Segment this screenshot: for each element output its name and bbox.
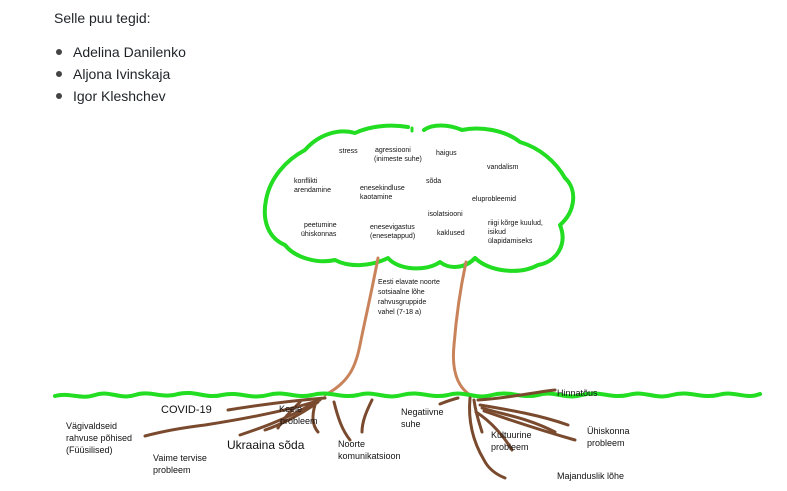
root-label: probleem	[153, 465, 191, 475]
crown-term: kaotamine	[360, 194, 392, 201]
crown-term: konflikti	[294, 178, 318, 185]
crown-term: vandalism	[487, 164, 519, 171]
root-branch	[482, 409, 577, 442]
crown-term: ühiskonnas	[301, 231, 337, 238]
trunk-text-line: Eesti elavate noorte	[378, 279, 440, 286]
root-label: probleem	[587, 438, 625, 448]
crown-term: riigi kõrge kuulud,	[488, 220, 543, 227]
crown-term: sõda	[426, 178, 441, 185]
crown-term: enesevigastus	[370, 224, 415, 231]
root-branch	[472, 398, 484, 434]
root-branch	[226, 396, 327, 412]
root-branch	[332, 400, 352, 442]
trunk-text-line: rahvusgruppide	[378, 299, 426, 306]
root-label: Negatiivne	[401, 407, 444, 417]
root-label: rahvuse põhised	[66, 433, 132, 443]
author-item: Adelina Danilenko	[54, 41, 186, 63]
crown-term: arendamine	[294, 187, 331, 194]
root-label: Ukraaina sõda	[227, 438, 305, 452]
trunk-text-line: sotsiaalne lõhe	[378, 289, 425, 296]
root-branch	[276, 400, 302, 430]
crown-term: eluprobleemid	[472, 196, 516, 203]
root-branch	[360, 398, 374, 434]
root-label: Majanduslik lõhe	[557, 471, 624, 481]
crown-term: kaklused	[437, 230, 465, 237]
root-label: probleem	[491, 442, 529, 452]
author-item: Aljona Ivinskaja	[54, 63, 186, 85]
crown-term: isolatsiooni	[428, 211, 463, 218]
author-item: Igor Kleshchev	[54, 85, 186, 107]
authors-list: Adelina Danilenko Aljona Ivinskaja Igor …	[54, 41, 186, 107]
crown-term: (enesetappud)	[370, 233, 415, 240]
crown-term: agressiooni	[375, 147, 411, 154]
intro-text: Selle puu tegid:	[54, 10, 151, 26]
root-label: Vägivaldseid	[66, 421, 117, 431]
root-branch	[311, 403, 320, 434]
root-label: Hinnatõus	[557, 388, 598, 398]
root-label: komunikatsioon	[338, 451, 401, 461]
root-branch	[478, 403, 570, 427]
tree-roots	[143, 388, 577, 480]
root-branch	[438, 396, 460, 406]
crown-term: enesekindluse	[360, 185, 405, 192]
tree-crown	[262, 123, 576, 273]
root-label: (Füüsilised)	[66, 445, 113, 455]
root-branch	[480, 406, 557, 434]
tree-trunk	[451, 260, 472, 397]
crown-term: (inimeste suhe)	[374, 156, 422, 163]
root-branch	[238, 402, 314, 437]
root-label: Keele	[279, 404, 302, 414]
crown-term: ülapidamiseks	[488, 238, 533, 245]
root-label: COVID-19	[161, 404, 212, 416]
crown-term: haigus	[436, 150, 457, 157]
root-branch	[474, 410, 514, 452]
crown-term: stress	[339, 148, 358, 155]
crown-term: peetumine	[304, 222, 337, 229]
root-branch	[476, 388, 557, 402]
trunk-text-line: vahel (7-18 a)	[378, 309, 421, 316]
root-label: Vaime tervise	[153, 453, 207, 463]
crown-term: isikud	[488, 229, 506, 236]
root-branch	[468, 396, 507, 480]
root-label: suhe	[401, 419, 421, 429]
root-label: Kultuurine	[491, 430, 532, 440]
ground-line	[53, 391, 762, 399]
root-label: probleem	[280, 416, 318, 426]
root-label: Ühiskonna	[587, 426, 630, 436]
tree-trunk	[323, 256, 380, 397]
root-label: Noorte	[338, 439, 365, 449]
